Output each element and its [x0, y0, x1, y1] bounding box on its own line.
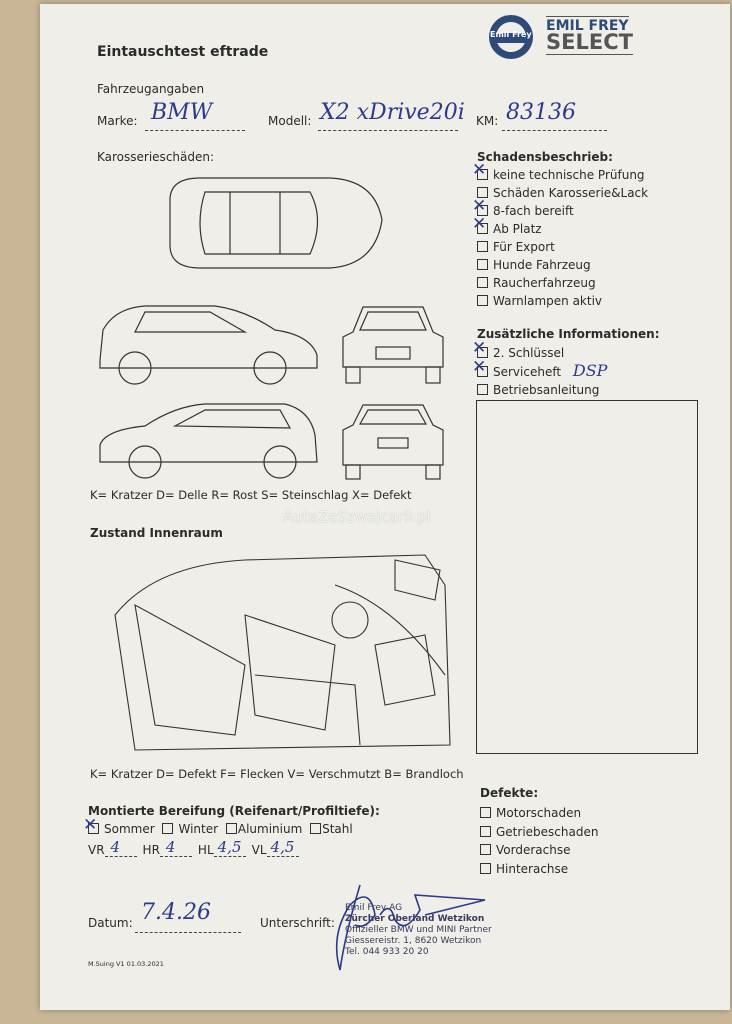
car-interior-diagram[interactable]	[95, 545, 455, 760]
marke-field[interactable]: BMW	[145, 100, 245, 131]
checkbox-stahl[interactable]: Stahl	[306, 822, 353, 836]
logo-sub: SELECT	[546, 30, 633, 55]
vehicle-section-title: Fahrzeugangaben	[97, 82, 205, 96]
km-field[interactable]: 83136	[502, 100, 607, 131]
checkbox-getriebeschaden[interactable]: Getriebeschaden	[480, 823, 598, 842]
checkbox-raucherfahrzeug[interactable]: Raucherfahrzeug	[477, 274, 648, 292]
checkbox-aluminium[interactable]: Aluminium	[222, 822, 302, 836]
modell-value: X2 xDrive20i	[320, 100, 465, 125]
additional-list: 2. Schlüssel Serviceheft DSP Betriebsanl…	[472, 339, 608, 399]
car-top-view-diagram[interactable]	[160, 170, 390, 280]
checkbox-hunde-fahrzeug[interactable]: Hunde Fahrzeug	[477, 256, 648, 274]
km-label: KM:	[476, 114, 499, 128]
checkbox-schaeden-karosserie[interactable]: Schäden Karosserie&Lack	[477, 184, 648, 202]
tire-type-row: Sommer Winter Aluminium Stahl	[83, 815, 353, 836]
checkbox-keine-technische-pruefung[interactable]: keine technische Prüfung	[472, 161, 648, 184]
marke-label: Marke:	[97, 114, 138, 128]
checkbox-warnlampen-aktiv[interactable]: Warnlampen aktiv	[477, 292, 648, 310]
body-damage-legend: K= Kratzer D= Delle R= Rost S= Steinschl…	[90, 488, 412, 502]
car-side-view-right-diagram[interactable]	[95, 400, 325, 485]
checkbox-serviceheft[interactable]: Serviceheft DSP	[472, 358, 608, 381]
datum-field[interactable]: 7.4.26	[135, 900, 241, 933]
form-sheet	[40, 4, 730, 1010]
datum-value: 7.4.26	[141, 900, 211, 925]
modell-label: Modell:	[268, 114, 312, 128]
interior-title: Zustand Innenraum	[90, 526, 223, 540]
datum-label: Datum:	[88, 916, 133, 930]
defects-title: Defekte:	[480, 786, 539, 800]
car-rear-view-diagram[interactable]	[338, 400, 448, 485]
checkbox-vorderachse[interactable]: Vorderachse	[480, 841, 598, 860]
checkbox-sommer[interactable]: Sommer	[83, 815, 155, 836]
modell-field[interactable]: X2 xDrive20i	[318, 100, 465, 131]
checkbox-hinterachse[interactable]: Hinterachse	[480, 860, 598, 879]
additional-title: Zusätzliche Informationen:	[477, 327, 660, 341]
car-side-view-left-diagram[interactable]	[95, 300, 325, 390]
watermark: AutaZeSzwajcarii.pl	[283, 508, 431, 526]
damage-desc-list: keine technische Prüfung Schäden Karosse…	[472, 161, 648, 310]
defects-list: Motorschaden Getriebeschaden Vorderachse…	[480, 804, 598, 878]
interior-legend: K= Kratzer D= Defekt F= Flecken V= Versc…	[90, 767, 464, 781]
checkbox-betriebsanleitung[interactable]: Betriebsanleitung	[477, 381, 607, 399]
km-value: 83136	[506, 100, 576, 125]
body-damage-title: Karosserieschäden:	[97, 150, 215, 164]
serviceheft-note: DSP	[572, 361, 608, 380]
checkbox-8-fach-bereift[interactable]: 8-fach bereift	[472, 197, 648, 220]
checkbox-motorschaden[interactable]: Motorschaden	[480, 804, 598, 823]
signature-label: Unterschrift:	[260, 916, 335, 930]
checkbox-fuer-export[interactable]: Für Export	[477, 238, 648, 256]
logo-brand: EMIL FREY	[546, 16, 629, 34]
car-front-view-diagram[interactable]	[338, 302, 448, 387]
checkbox-ab-platz[interactable]: Ab Platz	[472, 215, 648, 238]
form-title: Eintauschtest eftrade	[97, 44, 269, 60]
tires-title: Montierte Bereifung (Reifenart/Profiltie…	[88, 804, 380, 818]
handwritten-signature[interactable]	[325, 875, 495, 975]
logo-badge-text: Emil Frey	[490, 30, 532, 39]
notes-box[interactable]	[476, 400, 698, 754]
damage-desc-title: Schadensbeschrieb:	[477, 150, 613, 164]
checkbox-2-schluessel[interactable]: 2. Schlüssel	[472, 339, 607, 362]
emil-frey-gear-icon	[489, 15, 533, 59]
marke-value: BMW	[151, 100, 213, 125]
form-version: M.Suing V1 01.03.2021	[88, 960, 164, 968]
checkbox-winter[interactable]: Winter	[158, 822, 218, 836]
